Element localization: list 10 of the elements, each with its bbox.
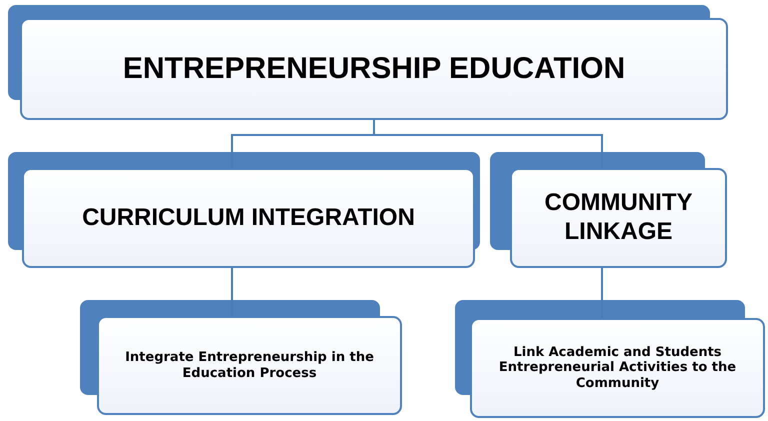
text-box (22, 168, 475, 268)
box-label: COMMUNITY LINKAGE (544, 189, 694, 247)
text-box (470, 318, 765, 418)
text-box (20, 18, 728, 120)
text-box (510, 168, 727, 268)
box-label: Link Academic and Students Entrepreneurial Activities to the Community (498, 344, 738, 392)
box-label: ENTREPRENEURSHIP EDUCATION (122, 51, 626, 87)
box-label: Integrate Entrepreneurship in the Education Process (124, 350, 375, 382)
box-label: CURRICULUM INTEGRATION (82, 204, 415, 232)
text-box (97, 316, 402, 415)
